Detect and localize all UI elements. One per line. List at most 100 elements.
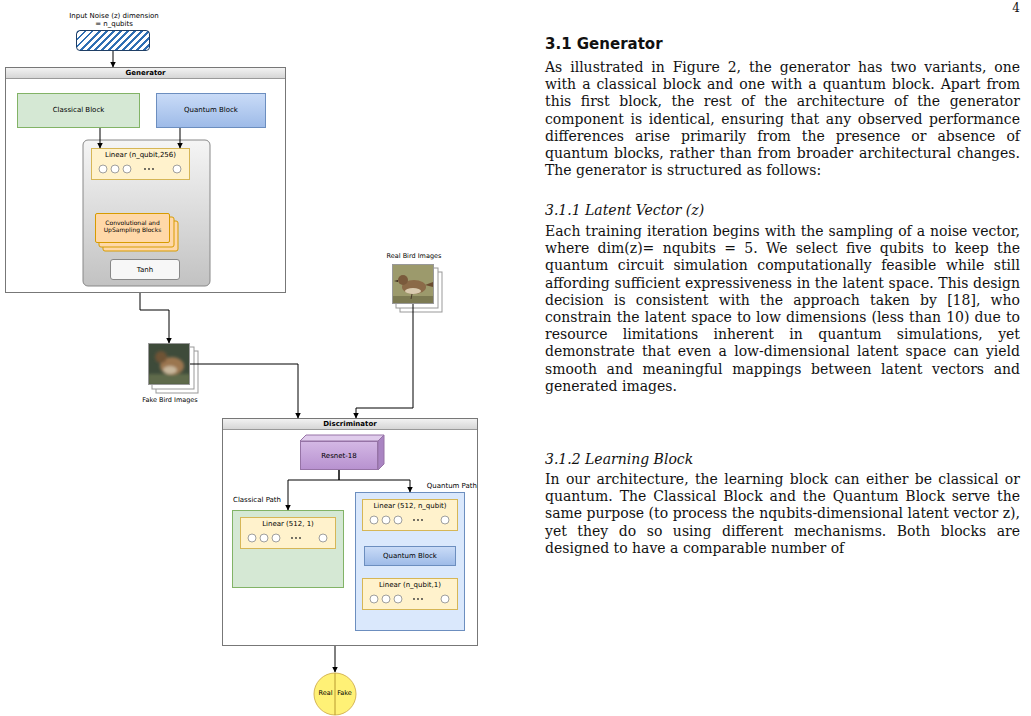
linear-layer: Linear (512, 1) xyxy=(240,517,336,549)
node-label: Fake xyxy=(335,690,354,697)
body-paragraph: In our architecture, the learning block … xyxy=(545,471,1020,557)
connector-arrow xyxy=(113,51,114,67)
neuron-row xyxy=(99,165,449,603)
node-label: Linear (512, 1) xyxy=(241,520,335,528)
neuron-circle xyxy=(260,534,268,542)
node-label: Real Bird Images xyxy=(374,253,454,260)
dot xyxy=(417,519,419,521)
node-label: Quantum Block xyxy=(365,552,455,560)
subsection-heading: 3.1.2 Learning Block xyxy=(545,451,1020,467)
real-image-stack: Real Bird Images xyxy=(392,264,434,304)
neuron-circle xyxy=(370,595,378,603)
neuron-circle xyxy=(394,595,402,603)
neuron-circle xyxy=(370,516,378,524)
input-noise-box: Input Noise (z) dimension = n_qubits xyxy=(76,30,150,51)
ellipsis-dots xyxy=(144,168,423,600)
dot xyxy=(417,598,419,600)
subsection-heading: 3.1.1 Latent Vector (z) xyxy=(545,202,1020,218)
neuron-circle xyxy=(99,165,107,173)
tanh-box: Tanh xyxy=(110,259,180,280)
generator-box: GeneratorClassical Block Quantum BlockLin… xyxy=(5,67,286,293)
node-label: Classical Block xyxy=(18,106,139,114)
node-label: Quantum Path xyxy=(396,482,477,490)
circle-shape xyxy=(314,673,356,715)
connector-arrow xyxy=(339,470,410,492)
linear-layer: Linear (n_qubit,256) xyxy=(91,148,190,180)
neuron-circle xyxy=(173,165,181,173)
node-label: Generator xyxy=(6,69,285,77)
body-paragraph: Each training iteration begins with the … xyxy=(545,223,1020,395)
node-label: Fake Bird Images xyxy=(130,397,210,404)
classical-block: Classical Block xyxy=(17,93,140,128)
picture-ground xyxy=(392,296,434,304)
neuron-circle xyxy=(123,165,131,173)
classical-path-box: Classical PathLinear (512, 1) xyxy=(232,510,344,588)
blur-patch xyxy=(148,374,190,385)
neuron-circle xyxy=(394,516,402,524)
fake-bird-picture xyxy=(148,343,190,385)
dot xyxy=(148,168,150,170)
dot xyxy=(291,537,293,539)
neuron-circle xyxy=(111,165,119,173)
neuron-circle xyxy=(248,534,256,542)
dot xyxy=(144,168,146,170)
section-heading: 3.1 Generator xyxy=(545,35,1020,53)
neuron-circle xyxy=(272,534,280,542)
node-label: Classical Path xyxy=(233,496,333,504)
connector-arrow xyxy=(140,293,169,343)
node-label: Real xyxy=(316,690,335,697)
neuron-circle xyxy=(441,516,449,524)
blurred-bird xyxy=(148,351,190,385)
dot xyxy=(421,519,423,521)
node-label: Discriminator xyxy=(223,420,477,428)
linear-layer: Linear (n_qubit,1) xyxy=(362,578,458,610)
bird-leg xyxy=(411,294,412,299)
body-paragraph: As illustrated in Figure 2, the generato… xyxy=(545,59,1020,179)
node-label: Linear (n_qubit,256) xyxy=(92,151,189,159)
node-label: Linear (512, n_qubit) xyxy=(363,502,457,510)
node-label: Linear (n_qubit,1) xyxy=(363,581,457,589)
node-label: Quantum Block xyxy=(157,106,265,114)
connector-arrow xyxy=(180,128,181,148)
bird-tail xyxy=(425,282,433,287)
connector-arrow xyxy=(335,646,336,672)
neuron-circle xyxy=(382,595,390,603)
bird-belly xyxy=(405,288,421,294)
dot xyxy=(299,537,301,539)
dot xyxy=(413,598,415,600)
node-label: Input Noise (z) dimension = n_qubits xyxy=(68,12,160,28)
discriminator-box: DiscriminatorResnet-18Classical PathLine… xyxy=(222,418,478,646)
connector-arrow xyxy=(190,364,298,418)
node-label: Convolutional and UpSampling Blocks xyxy=(98,220,167,234)
bird-head xyxy=(398,275,408,285)
dot xyxy=(152,168,154,170)
dot xyxy=(413,519,415,521)
bird-head xyxy=(155,351,167,363)
quantum-block: Quantum Block xyxy=(364,546,456,566)
connector-arrow xyxy=(288,470,339,510)
resnet-block: Resnet-18 xyxy=(300,441,378,470)
picture-background xyxy=(392,264,434,304)
connector-arrow xyxy=(356,304,413,418)
bird-belly xyxy=(163,366,177,374)
conv-upsampling-block: Convolutional and UpSampling Blocks xyxy=(95,213,170,243)
output-circle: RealFake xyxy=(313,672,357,716)
circle-divider xyxy=(335,673,336,715)
linear-layer: Linear (512, n_qubit) xyxy=(362,499,458,531)
neuron-circle xyxy=(319,534,327,542)
picture-background xyxy=(148,343,190,385)
page-number: 4 xyxy=(990,1,1020,15)
quantum-path-box: Quantum PathLinear (512, n_qubit)Quantum… xyxy=(355,492,465,631)
fake-image-stack: Fake Bird Images xyxy=(148,343,190,385)
connector-arrow xyxy=(100,128,101,148)
real-bird-picture xyxy=(392,264,434,304)
dot xyxy=(421,598,423,600)
neuron-circle xyxy=(382,516,390,524)
bird-beak xyxy=(394,280,398,282)
quantum-block: Quantum Block xyxy=(156,93,266,128)
neuron-circle xyxy=(441,595,449,603)
dot xyxy=(295,537,297,539)
node-label: Resnet-18 xyxy=(301,452,377,460)
node-label: Tanh xyxy=(111,266,179,274)
